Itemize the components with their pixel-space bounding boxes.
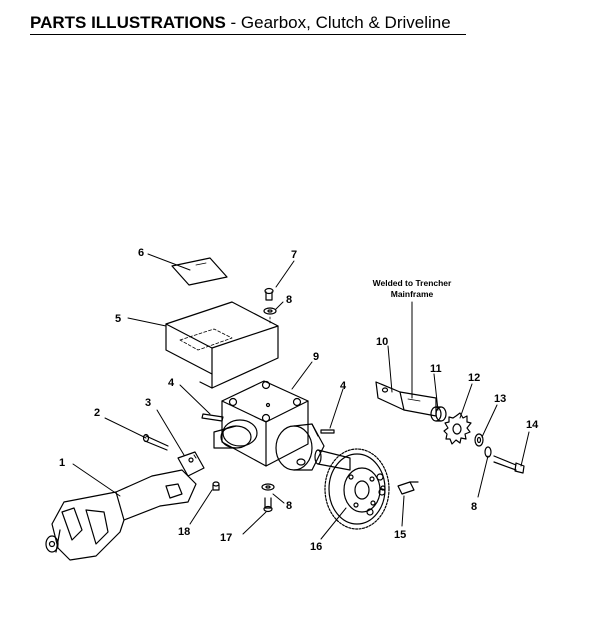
page-title: PARTS ILLUSTRATIONS - Gearbox, Clutch & … [30,12,451,34]
callout-6: 6 [138,247,144,259]
callout-4-left: 4 [168,377,175,389]
callout-13: 13 [494,393,506,405]
callout-8-top: 8 [286,294,292,306]
part-driveline [45,469,197,561]
callout-5: 5 [115,313,121,325]
title-rest: - Gearbox, Clutch & Driveline [225,13,451,32]
title-bold: PARTS ILLUSTRATIONS [30,13,226,32]
part-clutch [324,448,390,530]
callout-8-bottom: 8 [286,500,292,512]
part-flat-washer [474,433,484,447]
part-gearbox-guard [165,301,279,389]
callout-4-right: 4 [340,380,347,392]
part-bolt-right [493,455,525,474]
title-underline [30,34,466,35]
leader-lines [72,253,530,540]
part-gearbox [213,380,351,471]
weld-note-line2: Mainframe [391,289,434,299]
part-sprocket [443,412,472,445]
callout-3: 3 [145,397,151,409]
part-bolt-top [263,287,277,324]
callout-12: 12 [468,372,480,384]
part-yoke [177,451,205,477]
callout-9: 9 [313,351,319,363]
part-weld-bracket [375,381,437,417]
part-decal [171,257,228,286]
callout-2: 2 [94,407,100,419]
page-header: PARTS ILLUSTRATIONS - Gearbox, Clutch & … [30,12,470,36]
part-key-right [320,429,335,434]
part-key-left [201,413,224,422]
callout-16: 16 [310,541,322,553]
callout-11: 11 [430,363,442,375]
part-grease-fitting [212,481,220,491]
callout-17: 17 [220,532,232,544]
weld-note-line1: Welded to Trencher [373,278,452,288]
callout-8-right: 8 [471,501,477,513]
part-lock-washer [484,446,492,458]
callout-18: 18 [178,526,190,538]
part-bolt-bottom [261,483,275,513]
callout-14: 14 [526,419,539,431]
callout-1: 1 [59,457,65,469]
callout-7: 7 [291,249,297,261]
part-spacer [430,406,447,422]
part-shear-bolt [397,481,419,495]
part-bolt-yoke [142,433,169,451]
callout-15: 15 [394,529,406,541]
callout-10: 10 [376,336,388,348]
